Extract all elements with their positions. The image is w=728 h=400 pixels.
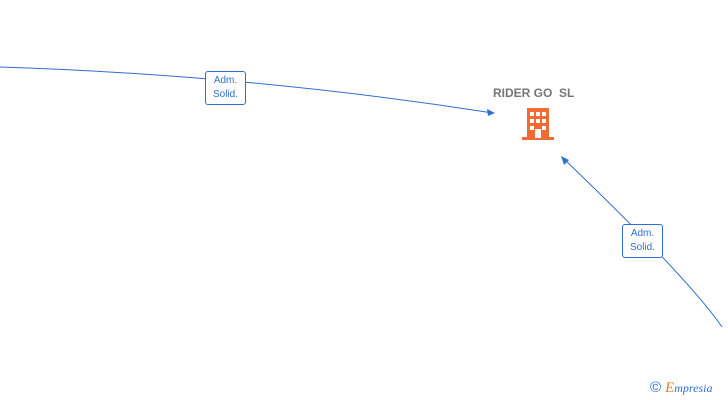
edge-line-right (562, 157, 723, 328)
edge-arrowhead-right (561, 156, 569, 165)
company-name[interactable]: RIDER GO SL (493, 86, 575, 100)
brand-initial: E (665, 380, 675, 396)
edge-line-left (0, 66, 494, 114)
empresia-watermark: ©Empresia (650, 379, 712, 397)
edge-label-line1: Adm. (213, 75, 238, 86)
edge-label-line2: Solid. (212, 89, 238, 100)
edge-label-adm-solid[interactable]: Adm. Solid. (622, 224, 663, 258)
brand-name: mpresia (674, 381, 713, 395)
edge-arrowhead-left (487, 109, 495, 116)
copyright-icon: © (650, 379, 662, 396)
edge-label-line1: Adm. (630, 228, 655, 239)
edge-label-adm-solid[interactable]: Adm. Solid. (205, 71, 246, 105)
building-icon[interactable] (522, 108, 554, 140)
edge-label-line2: Solid. (629, 242, 655, 253)
